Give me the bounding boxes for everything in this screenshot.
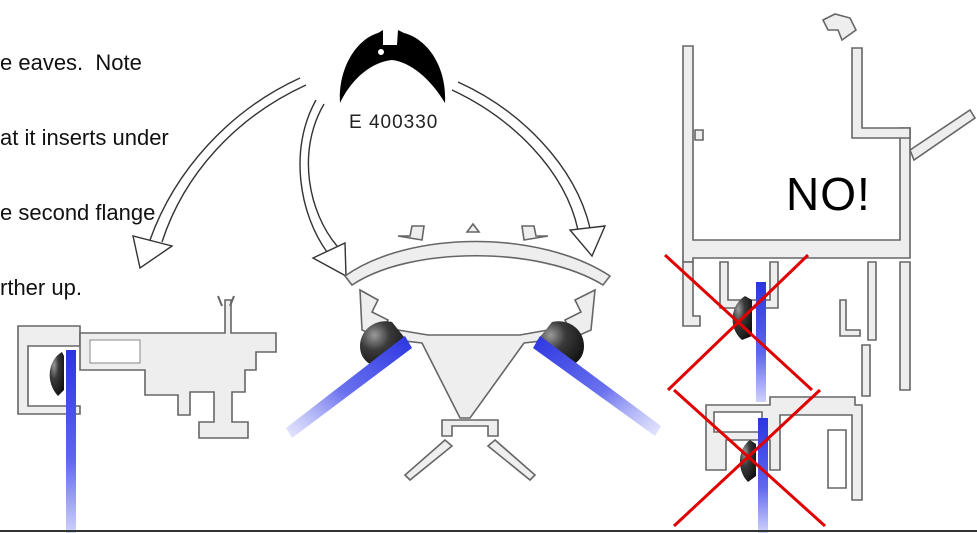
eaves-glazing-panel	[66, 350, 76, 533]
wrong-profile-lower	[705, 344, 871, 501]
part-code-label: E 400330	[349, 112, 439, 133]
red-cross-upper	[663, 253, 814, 392]
gasket-profile-icon	[339, 30, 446, 103]
ridge-glazing-panels	[286, 336, 661, 438]
note-line-4: rther up.	[0, 275, 82, 300]
instruction-note: e eaves. Note at it inserts under e seco…	[0, 0, 169, 325]
verdict-label: NO!	[786, 168, 871, 220]
note-line-2: at it inserts under	[0, 125, 169, 150]
note-line-3: e second flange	[0, 200, 156, 225]
wrong-lower-glazing	[758, 418, 768, 533]
eaves-gasket	[49, 352, 64, 396]
arrow-to-wrong-profile	[451, 81, 607, 258]
note-line-1: e eaves. Note	[0, 50, 142, 75]
ridge-gaskets	[360, 321, 584, 368]
arrow-to-eaves	[132, 77, 307, 270]
red-cross-lower	[672, 388, 827, 528]
arrow-to-ridge	[299, 99, 347, 278]
wrong-lower-gasket	[739, 440, 756, 482]
wrong-profile-upper	[682, 13, 977, 391]
eaves-profile	[17, 295, 277, 439]
